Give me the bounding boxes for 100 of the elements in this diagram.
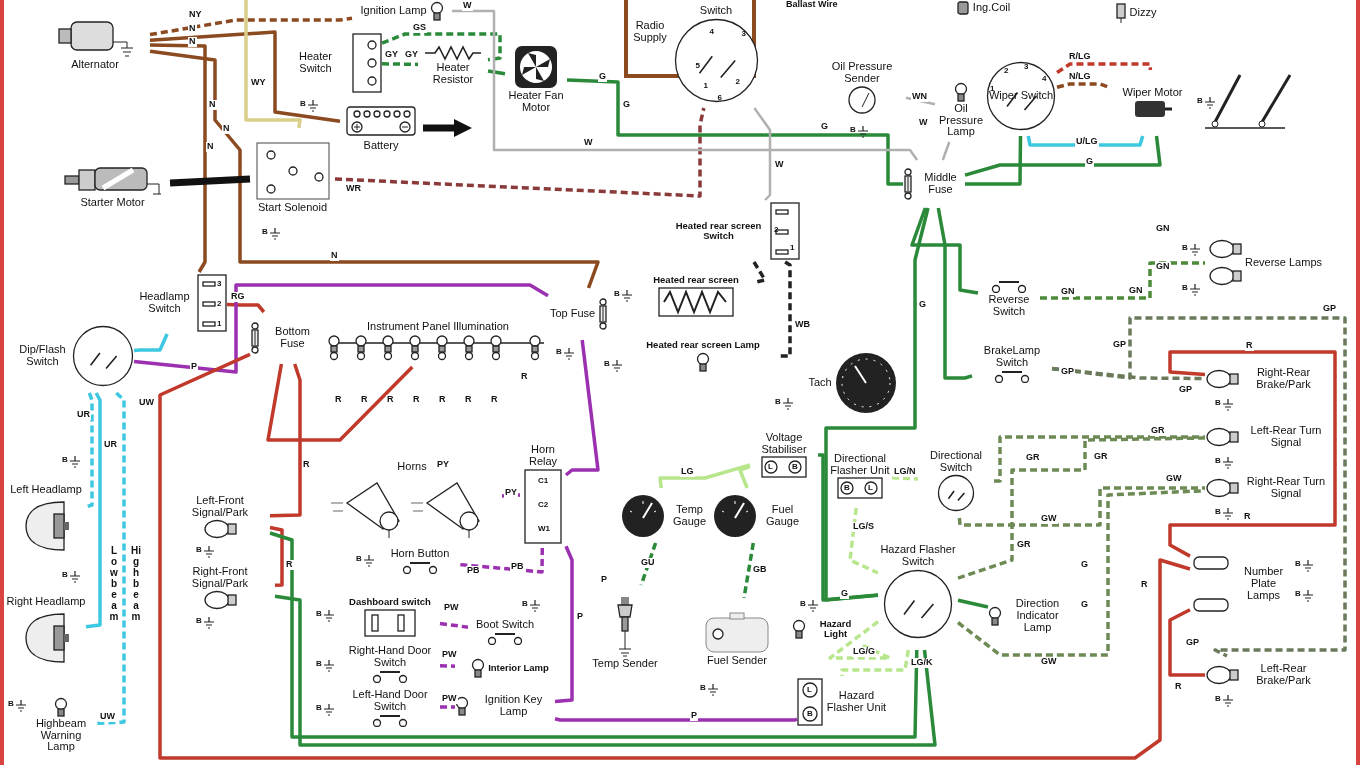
- wire-code-label: G: [820, 122, 829, 132]
- ground-label: B: [1295, 560, 1301, 568]
- wire: [840, 649, 911, 676]
- wire-code-label: R: [386, 395, 395, 405]
- wire-code-label: PY: [504, 488, 518, 498]
- wire: [133, 283, 549, 374]
- wire-name-label: Ballast Wire: [785, 0, 839, 10]
- wire-code-label: PB: [510, 562, 525, 572]
- wire: [936, 207, 973, 380]
- component-label: Temp Sender: [592, 658, 658, 670]
- component-label: Temp Gauge: [672, 503, 707, 528]
- ground-label: B: [700, 684, 706, 692]
- wire-code-label: GB: [752, 565, 768, 575]
- wire: [965, 136, 1023, 186]
- wire: [149, 49, 600, 289]
- wire-code-label: P: [690, 711, 698, 721]
- pin-label: C2: [538, 500, 549, 509]
- wire-code-label: GP: [1060, 367, 1075, 377]
- ground-label: B: [300, 100, 306, 108]
- wire-code-label: UW: [99, 712, 116, 722]
- wire: [753, 107, 772, 201]
- pin-label: B: [792, 463, 798, 472]
- component-label: Instrument Panel Illumination: [367, 320, 509, 333]
- beam-label: Lowbeam: [108, 545, 120, 622]
- wire-code-label: GR: [1016, 540, 1032, 550]
- ground-label: B: [850, 126, 856, 134]
- wire-code-label: G: [1080, 600, 1089, 610]
- ground-label: B: [8, 700, 14, 708]
- ground-label: B: [1215, 508, 1221, 516]
- wire: [957, 436, 1206, 580]
- wire: [905, 96, 936, 106]
- wire-code-label: N: [188, 24, 197, 34]
- ground-label: B: [356, 555, 362, 563]
- ground-label: B: [62, 456, 68, 464]
- component-label: Oil Pressure Lamp: [938, 102, 984, 139]
- ground-label: B: [196, 617, 202, 625]
- wire-code-label: GP: [1178, 385, 1193, 395]
- ground-label: B: [556, 348, 562, 356]
- component-label: Top Fuse: [549, 308, 596, 320]
- wire-code-label: W: [774, 160, 785, 170]
- component-label: Left-Rear Brake/Park: [1255, 663, 1312, 687]
- wire-code-label: GN: [1155, 224, 1171, 234]
- component-label: Dip/Flash Switch: [18, 343, 67, 368]
- wire-code-label: W: [462, 1, 473, 11]
- ground-label: B: [1215, 399, 1221, 407]
- component-label: Left Headlamp: [10, 483, 82, 496]
- wire-code-label: R: [520, 372, 529, 382]
- pin-label: 2: [217, 300, 222, 308]
- component-label: Heated rear screen Switch: [674, 220, 763, 242]
- component-label: Start Solenoid: [257, 201, 328, 214]
- component-label: Horns: [397, 460, 427, 473]
- wire: [1056, 82, 1111, 90]
- wire: [639, 542, 658, 586]
- wire-code-label: PW: [443, 603, 460, 613]
- wire: [738, 464, 751, 489]
- wire-code-label: R: [412, 395, 421, 405]
- ground-label: B: [316, 704, 322, 712]
- ground-label: B: [1197, 97, 1203, 105]
- wire: [554, 717, 798, 722]
- pin-label: 3: [217, 280, 222, 288]
- wire: [274, 594, 937, 747]
- component-label: Horn Relay: [527, 444, 559, 468]
- wire-code-label: GR: [1093, 452, 1109, 462]
- wire: [1026, 135, 1145, 147]
- component-label: Oil Pressure Sender: [830, 60, 894, 85]
- wire-code-label: GN: [1060, 287, 1076, 297]
- component-label: Hazard Light: [818, 618, 853, 640]
- ground-label: B: [262, 228, 268, 236]
- wire: [910, 207, 979, 295]
- component-label: Alternator: [71, 58, 119, 71]
- ground-label: B: [316, 610, 322, 618]
- wire-code-label: WR: [345, 184, 362, 194]
- wire: [778, 260, 792, 358]
- pin-label: C1: [538, 476, 549, 485]
- wire-code-label: G: [918, 300, 927, 310]
- wire-code-label: R: [1245, 341, 1254, 351]
- wire-code-label: G: [840, 589, 849, 599]
- wire: [658, 463, 751, 489]
- wire: [1168, 350, 1337, 558]
- component-label: Right Headlamp: [6, 595, 86, 608]
- pin-label: 2: [1004, 67, 1009, 75]
- wire-code-label: LG: [680, 467, 695, 477]
- wire-code-label: GN: [1128, 286, 1144, 296]
- pin-label: B: [807, 710, 813, 718]
- component-label: Battery: [363, 139, 399, 152]
- pin-label: 3: [1024, 63, 1029, 71]
- component-label: Ignition Key Lamp: [483, 694, 544, 718]
- pin-label: 4: [709, 27, 714, 36]
- ground-label: B: [604, 360, 610, 368]
- wire: [1168, 608, 1205, 677]
- component-label: Heater Fan Motor: [507, 89, 565, 114]
- wire-code-label: N: [206, 142, 215, 152]
- wire: [752, 261, 767, 284]
- wire-code-label: GY: [384, 50, 399, 60]
- wire-code-label: N: [330, 251, 339, 261]
- wire-code-label: LG/S: [852, 522, 875, 532]
- component-label: Boot Switch: [475, 618, 535, 631]
- wire-code-label: UW: [138, 398, 155, 408]
- wire: [266, 363, 414, 442]
- wire-code-label: GW: [1040, 514, 1058, 524]
